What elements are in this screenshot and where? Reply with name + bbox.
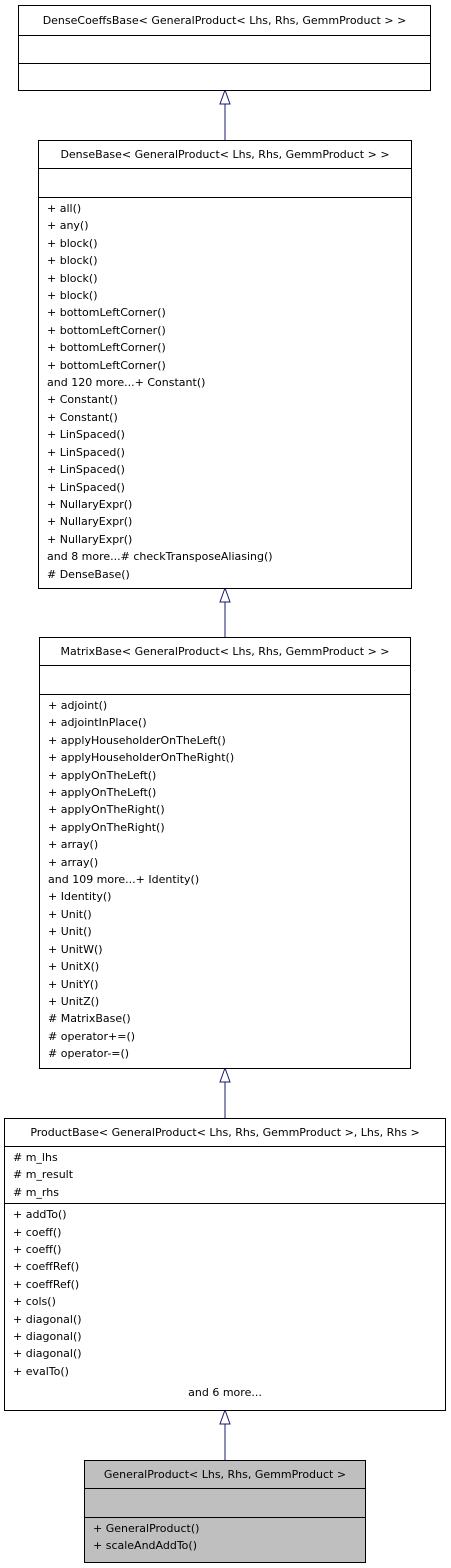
- method-item[interactable]: + applyOnTheLeft(): [48, 786, 157, 800]
- methods-section: + GeneralProduct() + scaleAndAddTo(): [85, 1518, 365, 1557]
- method-item[interactable]: + adjoint(): [48, 699, 108, 712]
- method-item[interactable]: and 109 more...+ Identity(): [48, 873, 200, 887]
- more-members-link[interactable]: and 6 more...: [188, 1386, 262, 1400]
- method-item[interactable]: + LinSpaced(): [47, 463, 125, 477]
- method-item[interactable]: + GeneralProduct(): [93, 1522, 200, 1535]
- method-item[interactable]: # MatrixBase(): [48, 1012, 131, 1026]
- method-item[interactable]: + diagonal(): [13, 1330, 82, 1344]
- method-item[interactable]: + applyOnTheRight(): [48, 820, 165, 834]
- method-item[interactable]: + LinSpaced(): [47, 445, 125, 459]
- methods-section: + all() + any() + block() + block() + block(…: [39, 198, 411, 585]
- method-item[interactable]: + applyHouseholderOnTheLeft(): [48, 733, 226, 747]
- method-item[interactable]: + LinSpaced(): [47, 480, 125, 494]
- class-box-productbase[interactable]: ProductBase< GeneralProduct< Lhs, Rhs, G…: [4, 1118, 446, 1411]
- attribute-item[interactable]: # m_rhs: [13, 1185, 59, 1199]
- method-item[interactable]: + block(): [47, 236, 98, 250]
- method-item[interactable]: + block(): [47, 289, 98, 303]
- class-box-generalproduct[interactable]: GeneralProduct< Lhs, Rhs, GemmProduct > …: [84, 1460, 366, 1563]
- class-title: ProductBase< GeneralProduct< Lhs, Rhs, G…: [5, 1119, 445, 1147]
- method-item[interactable]: + Unit(): [48, 925, 92, 939]
- method-item[interactable]: + coeffRef(): [13, 1260, 80, 1274]
- method-item[interactable]: + Identity(): [48, 890, 112, 904]
- method-item[interactable]: + coeff(): [13, 1225, 62, 1239]
- class-box-densecoeffsbase[interactable]: DenseCoeffsBase< GeneralProduct< Lhs, Rh…: [18, 5, 431, 91]
- class-title: GeneralProduct< Lhs, Rhs, GemmProduct >: [85, 1461, 365, 1489]
- method-item[interactable]: + applyOnTheRight(): [48, 803, 165, 817]
- method-item[interactable]: + UnitW(): [48, 942, 103, 956]
- method-item[interactable]: + Constant(): [47, 393, 118, 407]
- method-item[interactable]: + scaleAndAddTo(): [93, 1539, 197, 1553]
- method-item[interactable]: + coeff(): [13, 1243, 62, 1257]
- class-title: DenseBase< GeneralProduct< Lhs, Rhs, Gem…: [39, 141, 411, 169]
- attributes-section: # m_lhs # m_result # m_rhs: [5, 1147, 445, 1205]
- method-item[interactable]: + Constant(): [47, 410, 118, 424]
- class-title: DenseCoeffsBase< GeneralProduct< Lhs, Rh…: [19, 6, 430, 36]
- methods-section: + addTo() + coeff() + coeff() + coeffRef() +…: [5, 1204, 445, 1403]
- attributes-section: [40, 666, 410, 695]
- method-item[interactable]: + diagonal(): [13, 1347, 82, 1361]
- method-item[interactable]: + bottomLeftCorner(): [47, 341, 166, 355]
- method-item[interactable]: + block(): [47, 271, 98, 285]
- edge-generalproduct-to-productbase: [219, 1408, 231, 1460]
- class-box-matrixbase[interactable]: MatrixBase< GeneralProduct< Lhs, Rhs, Ge…: [39, 637, 411, 1069]
- method-item[interactable]: + evalTo(): [13, 1364, 69, 1378]
- method-item[interactable]: + array(): [48, 855, 99, 869]
- method-item[interactable]: # operator+=(): [48, 1029, 136, 1043]
- method-item[interactable]: + block(): [47, 254, 98, 268]
- method-item[interactable]: + all(): [47, 202, 82, 215]
- edge-densebase-to-densecoeffsbase: [219, 88, 231, 140]
- method-item[interactable]: + addTo(): [13, 1208, 67, 1222]
- method-item[interactable]: # operator-=(): [48, 1047, 130, 1061]
- methods-section: [19, 64, 430, 90]
- method-item[interactable]: + any(): [47, 219, 89, 233]
- attribute-item[interactable]: # m_lhs: [13, 1151, 58, 1164]
- method-item[interactable]: + Unit(): [48, 907, 92, 921]
- method-item[interactable]: + applyHouseholderOnTheRight(): [48, 751, 235, 765]
- method-item[interactable]: and 8 more...# checkTransposeAliasing(): [47, 550, 273, 564]
- method-item[interactable]: + applyOnTheLeft(): [48, 768, 157, 782]
- method-item[interactable]: + diagonal(): [13, 1312, 82, 1326]
- method-item[interactable]: + NullaryExpr(): [47, 515, 133, 529]
- method-item[interactable]: + NullaryExpr(): [47, 532, 133, 546]
- method-item[interactable]: + LinSpaced(): [47, 428, 125, 442]
- methods-section: + adjoint() + adjointInPlace() + applyHous…: [40, 695, 410, 1065]
- class-title: MatrixBase< GeneralProduct< Lhs, Rhs, Ge…: [40, 638, 410, 666]
- method-item[interactable]: + UnitX(): [48, 960, 100, 974]
- attributes-section: [19, 36, 430, 64]
- method-item[interactable]: + cols(): [13, 1295, 56, 1309]
- method-item[interactable]: and 120 more...+ Constant(): [47, 376, 206, 390]
- method-item[interactable]: + array(): [48, 838, 99, 852]
- method-item[interactable]: + bottomLeftCorner(): [47, 358, 166, 372]
- attributes-section: [39, 169, 411, 198]
- edge-productbase-to-matrixbase: [219, 1066, 231, 1118]
- method-item[interactable]: # DenseBase(): [47, 567, 130, 581]
- method-item[interactable]: + UnitZ(): [48, 994, 100, 1008]
- method-item[interactable]: + bottomLeftCorner(): [47, 306, 166, 320]
- method-item[interactable]: + adjointInPlace(): [48, 716, 147, 730]
- attributes-section: [85, 1489, 365, 1518]
- edge-matrixbase-to-densebase: [219, 586, 231, 637]
- class-box-densebase[interactable]: DenseBase< GeneralProduct< Lhs, Rhs, Gem…: [38, 140, 412, 589]
- method-item[interactable]: + coeffRef(): [13, 1277, 80, 1291]
- method-item[interactable]: + UnitY(): [48, 977, 99, 991]
- method-item[interactable]: + NullaryExpr(): [47, 497, 133, 511]
- attribute-item[interactable]: # m_result: [13, 1168, 74, 1182]
- method-item[interactable]: + bottomLeftCorner(): [47, 323, 166, 337]
